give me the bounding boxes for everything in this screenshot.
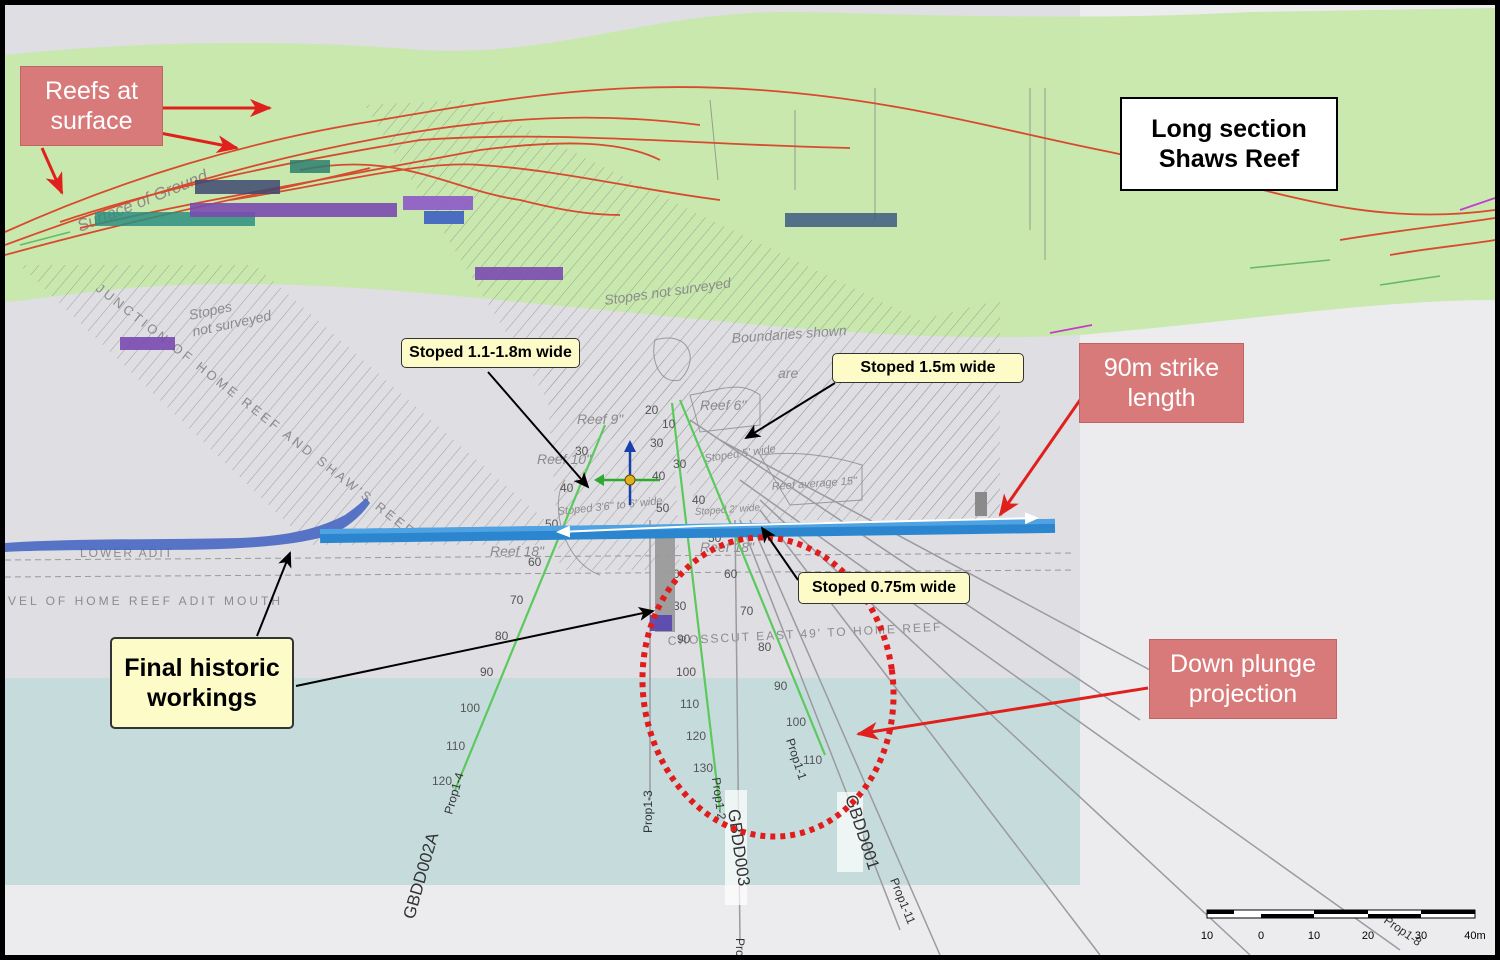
svg-text:100: 100 xyxy=(676,665,696,679)
orientation-axes-icon xyxy=(594,440,660,505)
svg-text:0: 0 xyxy=(1258,930,1264,942)
svg-text:40: 40 xyxy=(692,493,706,507)
svg-text:80: 80 xyxy=(495,629,509,643)
svg-text:30: 30 xyxy=(650,436,664,450)
reefs-at-surface-callout: Reefs at surface xyxy=(20,66,163,146)
section-title: Long section Shaws Reef xyxy=(1120,97,1338,191)
svg-text:120: 120 xyxy=(432,774,452,788)
magenta-traces xyxy=(1049,197,1496,334)
down-plunge-callout: Down plunge projection xyxy=(1149,639,1337,719)
down-plunge-ellipse xyxy=(639,534,897,840)
projection-lines xyxy=(649,419,1401,956)
svg-text:130: 130 xyxy=(693,761,713,775)
are-label: are xyxy=(778,365,798,381)
svg-text:60: 60 xyxy=(528,555,542,569)
svg-text:100: 100 xyxy=(786,715,806,729)
svg-text:40: 40 xyxy=(560,481,574,495)
svg-text:100: 100 xyxy=(460,701,480,715)
adit-mouth-label: VEL OF HOME REEF ADIT MOUTH xyxy=(8,594,283,608)
strike-arrow-left xyxy=(556,525,701,538)
svg-text:90: 90 xyxy=(677,632,691,646)
stoped-1-1-1-8m-callout: Stoped 1.1-1.8m wide xyxy=(401,338,580,368)
svg-text:90: 90 xyxy=(480,665,494,679)
svg-text:20: 20 xyxy=(645,403,659,417)
lower-adit-workings xyxy=(5,498,370,552)
black-arrows xyxy=(256,371,836,687)
svg-text:110: 110 xyxy=(446,739,465,753)
workings-blocks xyxy=(95,160,987,632)
svg-text:120: 120 xyxy=(686,729,706,743)
svg-text:30: 30 xyxy=(1415,930,1427,942)
drillhole-Prop1-2: Prop1-2 xyxy=(709,776,729,821)
surface-zone xyxy=(5,8,1495,338)
drillhole-Prop1-3: Prop1-3 xyxy=(641,790,655,833)
reef18a-label: Reef 18" xyxy=(490,543,545,559)
scale-bar: 10 0 10 20 30 40m xyxy=(1201,909,1486,942)
historic-outlines xyxy=(4,88,1076,578)
svg-text:110: 110 xyxy=(680,697,699,711)
red-arrows xyxy=(40,99,1149,740)
svg-text:10: 10 xyxy=(1308,930,1320,942)
svg-text:30: 30 xyxy=(673,457,687,471)
stoped-0-75m-callout: Stoped 0.75m wide xyxy=(798,572,970,604)
svg-text:10: 10 xyxy=(662,417,676,431)
svg-text:30: 30 xyxy=(673,599,687,613)
svg-text:10: 10 xyxy=(1201,930,1213,942)
surface-green-traces xyxy=(19,231,1441,286)
svg-text:80: 80 xyxy=(758,640,772,654)
svg-text:70: 70 xyxy=(740,604,754,618)
reef9-label: Reef 9" xyxy=(577,411,624,427)
svg-text:90: 90 xyxy=(774,679,788,693)
svg-text:0: 0 xyxy=(673,567,680,581)
drillhole-Pro: Pro xyxy=(733,938,747,957)
svg-text:60: 60 xyxy=(724,567,738,581)
stoped2-label: Stoped 2' wide xyxy=(694,502,760,518)
svg-text:70: 70 xyxy=(510,593,524,607)
svg-text:50: 50 xyxy=(656,501,670,515)
strike-arrow-right xyxy=(699,512,1039,527)
hatched-stopes xyxy=(20,100,1000,570)
svg-text:110: 110 xyxy=(803,753,822,767)
stoped-1-5m-callout: Stoped 1.5m wide xyxy=(832,353,1024,383)
strike-length-callout: 90m strike length xyxy=(1079,343,1244,423)
reef-traces xyxy=(4,86,1496,256)
reef6-label: Reef 6" xyxy=(700,397,747,413)
final-historic-workings-callout: Final historic workings xyxy=(110,637,294,729)
svg-text:40m: 40m xyxy=(1464,930,1485,942)
svg-text:30: 30 xyxy=(575,444,589,458)
svg-text:20: 20 xyxy=(1362,930,1374,942)
